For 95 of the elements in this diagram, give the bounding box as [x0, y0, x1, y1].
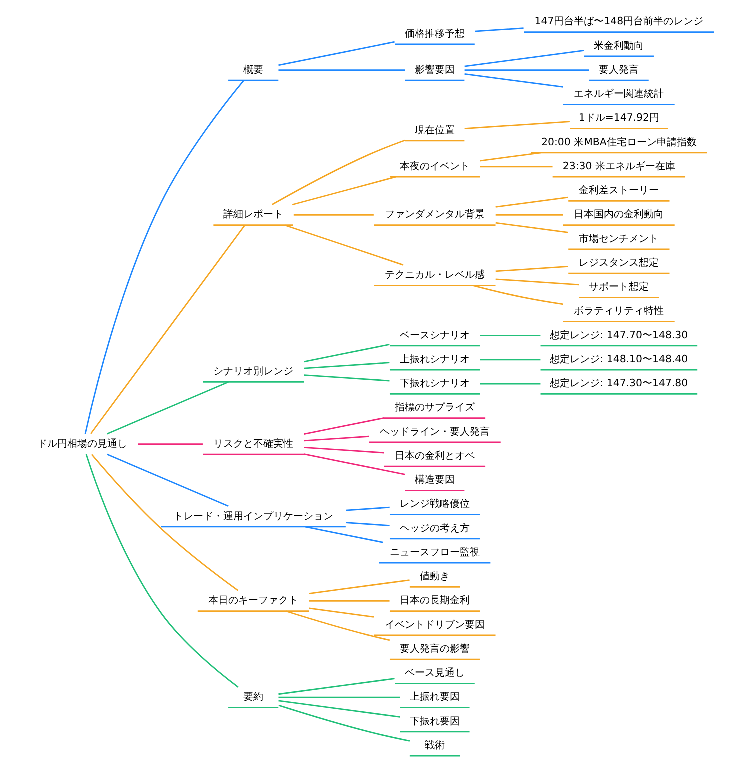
connector	[495, 278, 579, 286]
node-text: ベースシナリオ	[399, 330, 470, 342]
node-text: 構造要因	[414, 475, 454, 486]
connector	[480, 166, 552, 168]
connector	[308, 600, 390, 602]
node-text: ヘッジの考え方	[399, 523, 470, 534]
connector	[308, 608, 374, 618]
node-text: 日本の金利とオペ	[394, 450, 474, 462]
node-text: ニュースフロー監視	[389, 547, 480, 558]
node-text: 要約	[243, 692, 264, 704]
connector	[304, 418, 384, 435]
connector	[464, 50, 584, 68]
connector	[480, 335, 540, 336]
node-text: 上振れシナリオ	[399, 354, 470, 366]
node-text: 米金利動向	[594, 40, 644, 52]
connector	[304, 526, 383, 544]
node-text: ドル円相場の見通し	[36, 438, 127, 450]
node-text: ベース見通し	[404, 668, 464, 680]
connector	[464, 121, 570, 130]
connector	[308, 580, 410, 594]
node-text: 下振れシナリオ	[399, 378, 470, 390]
connector	[495, 214, 563, 216]
connector	[464, 70, 589, 72]
connector	[278, 696, 400, 698]
connector	[346, 522, 390, 526]
connector	[293, 214, 374, 216]
connector	[495, 196, 568, 208]
connector	[495, 222, 568, 234]
connector	[474, 28, 524, 32]
node-text: レンジ戦略優位	[399, 499, 470, 510]
connector	[480, 383, 540, 385]
node-text: イベントドリブン要因	[384, 620, 484, 631]
node-text: テクニカル・レベル感	[384, 270, 484, 282]
node-text: 日本の長期金利	[399, 596, 470, 607]
connector	[138, 444, 202, 445]
connector	[304, 344, 390, 363]
node-text: 想定レンジ: 147.70〜148.30	[550, 330, 688, 342]
node-text: 要人発言	[598, 64, 639, 76]
connector	[495, 266, 568, 272]
node-text: 1ドル=147.92円	[578, 113, 660, 124]
node-text: 147円台半ば〜148円台前半のレンジ	[534, 16, 704, 28]
node-text: 値動き	[419, 572, 450, 583]
node-text: 金利差ストーリー	[578, 186, 659, 197]
connector	[285, 610, 390, 642]
node-text: ボラティリティ特性	[574, 306, 664, 318]
connector	[278, 704, 410, 742]
connector	[278, 41, 394, 66]
node-text: 要人発言の影響	[399, 644, 470, 655]
node-text: 20:00 米MBA住宅ローン申請指数	[541, 137, 696, 148]
node-text: 現在位置	[414, 125, 454, 136]
node-text: シナリオ別レンジ	[213, 366, 294, 378]
node-text: サポート想定	[588, 282, 649, 294]
connector	[304, 362, 390, 370]
connector	[284, 224, 404, 266]
node-text: ファンダメンタル背景	[384, 210, 484, 221]
connector	[464, 74, 563, 88]
node-text: 本日のキーファクト	[208, 596, 298, 607]
node-text: エネルギー関連統計	[574, 89, 664, 100]
node-text: 戦術	[424, 740, 444, 752]
node-text: 23:30 米エネルギー在庫	[562, 161, 675, 172]
connector	[90, 454, 238, 592]
node-text: 日本国内の金利動向	[574, 210, 664, 221]
connector	[304, 454, 405, 476]
node-text: ヘッドライン・要人発言	[379, 426, 490, 438]
connector	[85, 454, 238, 688]
connector	[304, 436, 369, 442]
connector	[304, 374, 390, 382]
connector	[304, 446, 384, 454]
node-text: 詳細レポート	[223, 210, 284, 221]
connector	[346, 506, 390, 512]
connector	[472, 285, 563, 306]
node-text: 想定レンジ: 148.10〜148.40	[550, 354, 688, 366]
node-text: リスクと不確実性	[213, 438, 294, 450]
connector	[292, 176, 396, 206]
connector	[479, 152, 541, 162]
node-text: 指標のサプライズ	[394, 402, 474, 414]
node-text: 概要	[243, 64, 264, 76]
connector	[90, 224, 246, 434]
node-text: 本夜のイベント	[399, 161, 470, 172]
connector	[278, 678, 394, 696]
node-text: 価格推移予想	[404, 28, 464, 40]
connector	[84, 80, 244, 434]
connector	[106, 454, 228, 508]
node-text: 下振れ要因	[409, 716, 460, 728]
node-text: 想定レンジ: 147.30〜147.80	[550, 378, 688, 390]
connector	[278, 700, 400, 718]
node-text: 市場センチメント	[578, 234, 659, 245]
node-text: 影響要因	[414, 64, 454, 76]
node-text: 上振れ要因	[409, 692, 460, 704]
node-text: レジスタンス想定	[578, 258, 659, 269]
node-text: トレード・運用インプリケーション	[173, 511, 334, 522]
connector	[278, 70, 405, 72]
connector	[480, 359, 540, 361]
connector	[272, 140, 406, 206]
connector	[106, 382, 228, 435]
